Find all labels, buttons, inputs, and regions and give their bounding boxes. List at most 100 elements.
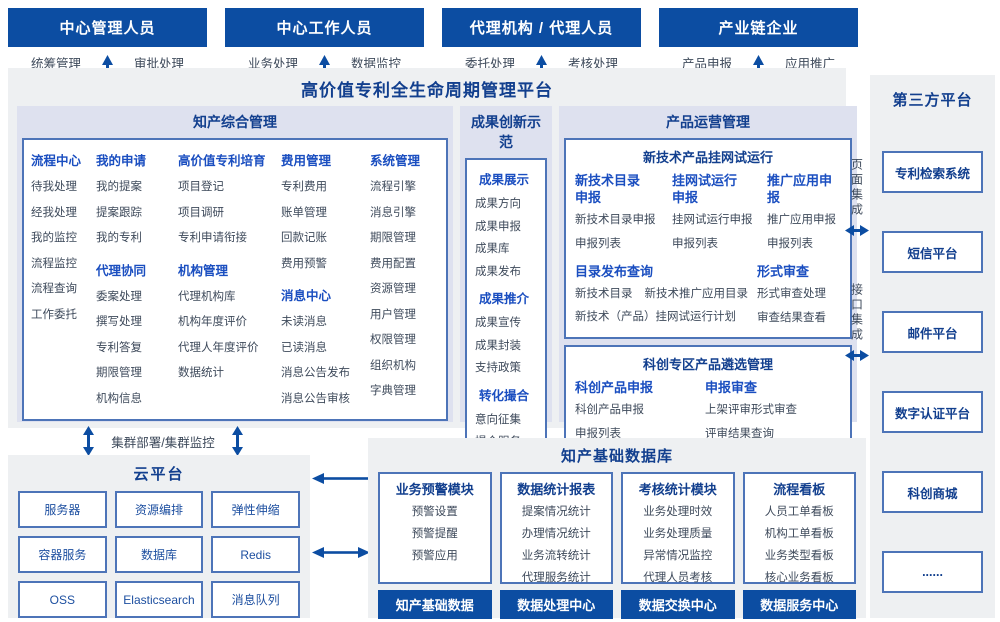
menu-item: 期限管理 [370, 232, 416, 244]
menu-item: 回款记账 [281, 232, 327, 244]
third-party-item-more: ...... [882, 551, 983, 593]
module-header: 业务预警模块 [395, 482, 474, 497]
group-header: 成果推介 [479, 292, 530, 306]
cloud-platform-panel: 云平台 服务器 资源编排 弹性伸缩 容器服务 数据库 Redis OSS Ela… [8, 455, 310, 618]
ip-database-title: 知产基础数据库 [560, 448, 673, 465]
menu-item: 未读消息 [281, 316, 327, 328]
menu-item: 我的专利 [96, 232, 142, 244]
module-header: 考核统计模块 [638, 482, 717, 497]
menu-item: 评审结果查询 [705, 428, 774, 440]
menu-item: 费用预警 [281, 257, 327, 270]
group-header: 流程中心 [31, 154, 82, 168]
api-integration-label: 接口集成 [849, 283, 864, 343]
menu-item: 期限管理 [96, 367, 142, 379]
group-sci-product-declare: 科创产品申报 科创产品申报 申报列表 [575, 379, 705, 449]
section-achievement-demo: 成果创新示范 成果展示 成果方向 成果申报 成果库 成果发布 成果推介 成果宣传… [460, 106, 552, 484]
db-module-assessment: 考核统计模块 业务处理时效 业务处理质量 异常情况监控 代理人员考核 数据交换中… [621, 472, 735, 619]
actor-function-label: 考核处理 [568, 57, 619, 71]
menu-item: 消息引擎 [370, 206, 416, 219]
actor-industry-chain-enterprises: 产业链企业 产品申报 应用推广 [659, 8, 858, 91]
catalog-query-items: 新技术（产品）挂网试运行计划 [575, 308, 757, 324]
actors-row: 中心管理人员 统筹管理 审批处理 中心工作人员 业务处理 数据监控 代理机构 /… [8, 8, 858, 91]
ip-column-my-applications: 我的申请 我的提案 提案跟踪 我的专利 代理协同 委案处理 撰写处理 专利答复 … [96, 148, 175, 415]
menu-item: 挂网试运行申报 [672, 214, 753, 226]
menu-item: 成果宣传 [475, 317, 521, 329]
menu-item: 成果发布 [475, 265, 521, 278]
db-footer-bar: 数据处理中心 [499, 590, 613, 619]
db-module-box: 业务预警模块 预警设置 预警提醒 预警应用 [378, 472, 492, 584]
actor-function-label: 统筹管理 [30, 57, 81, 71]
menu-item: 项目登记 [178, 181, 224, 193]
module-item: 业务处理质量 [643, 528, 713, 540]
menu-item: 申报列表 [575, 238, 621, 250]
ip-column-hv-patent-cultivation: 高价值专利培育 项目登记 项目调研 专利申请衔接 机构管理 代理机构库 机构年度… [178, 148, 278, 415]
menu-item: 流程引擎 [370, 181, 416, 193]
db-modules-row: 业务预警模块 预警设置 预警提醒 预警应用 知产基础数据 数据统计报表 提案情况… [368, 472, 866, 619]
module-item: 业务处理时效 [643, 506, 713, 518]
page-integration-label: 页面集成 [849, 158, 864, 218]
group-header: 科创产品申报 [575, 380, 654, 395]
actor-center-staff: 中心工作人员 业务处理 数据监控 [225, 8, 424, 91]
cloud-item-server: 服务器 [18, 491, 107, 528]
vertical-double-arrow-icon [83, 426, 95, 456]
horizontal-double-arrow-icon [845, 225, 869, 236]
sub-box-title: 新技术产品挂网试运行 [642, 150, 773, 165]
menu-item: 我的监控 [31, 232, 77, 244]
menu-item: 数据统计 [178, 367, 224, 379]
module-header: 流程看板 [773, 482, 826, 497]
module-item: 业务类型看板 [764, 550, 834, 562]
vertical-double-arrow-icon [231, 426, 243, 456]
menu-item: 专利费用 [281, 181, 327, 193]
ip-column-process-center: 流程中心 待我处理 经我处理 我的监控 流程监控 流程查询 工作委托 [31, 148, 93, 415]
menu-item: 消息公告发布 [281, 367, 350, 379]
db-module-process-board: 流程看板 人员工单看板 机构工单看板 业务类型看板 核心业务看板 数据服务中心 [742, 472, 856, 619]
menu-item: 已读消息 [281, 341, 327, 354]
product-operations-body: 新技术产品挂网试运行 新技术目录申报 新技术目录申报 申报列表 挂网试运行申报 … [564, 138, 852, 455]
menu-item: 费用配置 [370, 257, 416, 270]
menu-item: 用户管理 [370, 308, 416, 321]
menu-item: 账单管理 [281, 206, 327, 219]
module-item: 代理人员考核 [643, 572, 713, 584]
menu-item: 待我处理 [31, 181, 77, 193]
menu-item: 项目调研 [178, 206, 224, 219]
group-header: 目录发布查询 [575, 264, 654, 279]
actor-title: 代理机构 / 代理人员 [442, 8, 641, 47]
cloud-item-database: 数据库 [114, 536, 204, 573]
cloud-item-message-queue: 消息队列 [211, 581, 300, 618]
module-item: 预警应用 [411, 550, 458, 562]
page-integration-connector: 页面集成 [845, 158, 869, 242]
db-module-statistics-report: 数据统计报表 提案情况统计 办理情况统计 业务流转统计 代理服务统计 数据处理中… [499, 472, 613, 619]
third-party-panel: 第三方平台 专利检索系统 短信平台 邮件平台 数字认证平台 科创商城 .....… [870, 75, 995, 618]
menu-item: 新技术目录申报 [575, 214, 656, 226]
group-new-tech-catalog: 新技术目录申报 新技术目录申报 申报列表 [575, 172, 672, 259]
actor-function-label: 数据监控 [351, 57, 402, 71]
cloud-grid: 服务器 资源编排 弹性伸缩 容器服务 数据库 Redis OSS Elastic… [8, 491, 310, 618]
menu-item: 委案处理 [96, 290, 142, 303]
db-module-warning: 业务预警模块 预警设置 预警提醒 预警应用 知产基础数据 [378, 472, 492, 619]
menu-item: 撰写处理 [96, 316, 142, 328]
menu-item: 我的提案 [96, 181, 142, 193]
menu-item: 上架评审形式审查 [705, 404, 797, 416]
group-header: 申报审查 [705, 380, 758, 395]
menu-item: 流程监控 [31, 257, 77, 270]
menu-item: 机构信息 [96, 392, 142, 405]
menu-item: 流程查询 [31, 283, 77, 295]
actor-function-label: 业务处理 [247, 57, 298, 71]
menu-item: 成果封装 [475, 339, 521, 352]
db-module-box: 数据统计报表 提案情况统计 办理情况统计 业务流转统计 代理服务统计 [499, 472, 613, 584]
module-item: 办理情况统计 [521, 528, 591, 540]
catalog-query-items: 新技术目录 新技术推广应用目录 [575, 285, 757, 301]
cluster-connector-row: 集群部署/集群监控 [8, 426, 318, 456]
group-header: 转化撮合 [479, 388, 530, 403]
group-header: 推广应用申报 [767, 173, 833, 205]
horizontal-double-arrow-icon [845, 350, 869, 361]
module-item: 异常情况监控 [643, 550, 713, 562]
third-party-title: 第三方平台 [892, 92, 973, 109]
menu-item: 意向征集 [475, 413, 521, 426]
trial-groups-row: 新技术目录申报 新技术目录申报 申报列表 挂网试运行申报 挂网试运行申报 申报列… [575, 172, 841, 259]
menu-item: 申报列表 [575, 428, 621, 440]
group-header: 成果展示 [479, 173, 530, 187]
cloud-item-container-service: 容器服务 [18, 536, 107, 573]
group-header: 费用管理 [281, 154, 332, 168]
trial-bottom-row: 目录发布查询 新技术目录 新技术推广应用目录 新技术（产品）挂网试运行计划 形式… [575, 263, 841, 333]
